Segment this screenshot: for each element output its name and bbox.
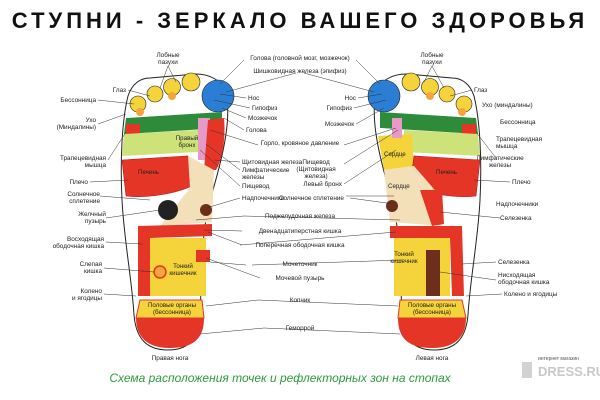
left-esophagus-zone bbox=[392, 118, 402, 138]
label-bessonnitsa-right: Бессонница bbox=[500, 119, 536, 126]
left-small-intestine bbox=[394, 238, 450, 296]
left-green-band bbox=[380, 112, 478, 134]
watermark-top-text: интернет магазин bbox=[538, 356, 579, 362]
left-toe-4 bbox=[438, 85, 456, 103]
right-heel-zone bbox=[136, 318, 204, 348]
right-toe-4 bbox=[146, 85, 164, 103]
label-ukho-right: Ухо (миндалины) bbox=[482, 102, 533, 109]
label-pishchevod-left: Пищевод bbox=[242, 183, 270, 190]
label-nadpochechniki-right: Надпочечники bbox=[496, 201, 539, 208]
left-toe-big bbox=[367, 79, 401, 113]
left-heel-zone bbox=[398, 318, 466, 348]
watermark-logo-mark bbox=[522, 362, 532, 378]
label-dvenadtsatiperstnaya: Двенадцатиперстная кишка bbox=[259, 228, 342, 235]
label-bessonnitsa-left: Бессонница bbox=[60, 97, 96, 104]
right-gallbladder bbox=[158, 200, 178, 220]
left-pechen-text: Печень bbox=[436, 169, 457, 176]
label-golova-mozg: Голова (головной мозг, мозжечок) bbox=[250, 54, 350, 62]
label-mozzhechok-right: Мозжечок bbox=[325, 121, 354, 128]
left-glaz-dot bbox=[426, 92, 434, 100]
label-solnechnoe-right: Солнечное сплетение bbox=[279, 195, 345, 202]
label-koleno-right: Колено и ягодицы bbox=[504, 291, 558, 298]
diagram-caption: Схема расположения точек и рефлекторных … bbox=[109, 371, 451, 385]
left-serdtse2-text: Сердце bbox=[388, 183, 410, 190]
left-serdtse-text: Сердце bbox=[384, 151, 406, 158]
right-adrenal-dot bbox=[200, 204, 212, 216]
label-gemorroi: Геморрой bbox=[286, 324, 315, 332]
label-glaz-left: Глаз bbox=[113, 87, 126, 94]
label-mochevoi: Мочевой пузырь bbox=[276, 274, 326, 282]
leader-lines bbox=[89, 59, 511, 335]
label-gorlo: Горло, кровяное давление bbox=[261, 140, 340, 147]
left-descending-colon bbox=[426, 250, 440, 296]
label-poperechnaya: Поперечная ободочная кишка bbox=[255, 241, 345, 249]
right-bronchus-zone bbox=[204, 118, 225, 170]
label-plecho-left: Плечо bbox=[69, 179, 88, 186]
label-ukho-left: Ухо(Миндалины) bbox=[57, 117, 97, 131]
left-spleen-zone bbox=[420, 190, 444, 226]
left-polovye-text: Половые органы(бессонница) bbox=[408, 302, 457, 316]
label-levyi-bronkh: Левый бронх bbox=[303, 180, 342, 188]
label-mochetochnik: Мочеточник bbox=[283, 261, 318, 268]
label-shchitovidnaya: Щитовидная железа bbox=[242, 159, 303, 166]
label-nos-left: Нос bbox=[248, 95, 260, 102]
left-toe-2 bbox=[401, 72, 421, 92]
right-ukho-dot bbox=[136, 108, 144, 116]
left-colon-zone bbox=[390, 226, 464, 296]
right-lung-zone bbox=[122, 130, 198, 156]
label-kopchik: Копчик bbox=[290, 297, 311, 304]
label-plecho-right: Плечо bbox=[512, 179, 531, 186]
page-title: СТУПНИ - ЗЕРКАЛО ВАШЕГО ЗДОРОВЬЯ bbox=[11, 8, 589, 33]
label-gipofiz-right: Гипофиз bbox=[327, 105, 353, 112]
label-nos-right: Нос bbox=[345, 95, 357, 102]
right-pechen-text: Печень bbox=[138, 169, 159, 176]
right-glaz-dot bbox=[168, 92, 176, 100]
right-polovye-text: Половые органы(бессонница) bbox=[148, 302, 197, 316]
left-ukho-dot bbox=[458, 108, 466, 116]
label-glaz-right: Глаз bbox=[474, 87, 487, 94]
label-levaya-noga: Левая нога bbox=[416, 355, 449, 362]
left-foot: Половые органы(бессонница) Печень Сердце… bbox=[367, 72, 482, 351]
watermark-main-text: DRESS.RU bbox=[538, 364, 600, 379]
right-toe-big bbox=[201, 79, 235, 113]
label-mozzhechok-left: Мозжечок bbox=[248, 115, 277, 122]
label-pravaya-noga: Правая нога bbox=[152, 355, 189, 362]
left-heart-zone bbox=[378, 134, 414, 170]
right-toe-2 bbox=[181, 72, 201, 92]
label-golova-left: Голова bbox=[246, 127, 267, 134]
right-colon-zone bbox=[138, 224, 212, 296]
right-cecum bbox=[153, 265, 167, 279]
left-lung-zone bbox=[404, 130, 480, 156]
right-foot: Половые органы(бессонница) Печень Тонкий… bbox=[120, 72, 235, 351]
right-bladder-zone bbox=[196, 250, 210, 262]
label-shishkovidnaya: Шишковидная железа (эпифиз) bbox=[253, 68, 346, 75]
label-selezenka-1: Селезенка bbox=[500, 215, 532, 222]
label-selezenka-2: Селезенка bbox=[498, 259, 530, 266]
label-nadpochechniki-left: Надпочечники bbox=[242, 195, 285, 202]
left-adrenal-dot bbox=[386, 200, 398, 212]
label-podzheludochnaya: Поджелудочная железа bbox=[265, 213, 336, 220]
label-gipofiz-left: Гипофиз bbox=[252, 105, 278, 112]
store-watermark: интернет магазин DRESS.RU bbox=[520, 352, 600, 390]
right-green-band bbox=[124, 112, 222, 134]
